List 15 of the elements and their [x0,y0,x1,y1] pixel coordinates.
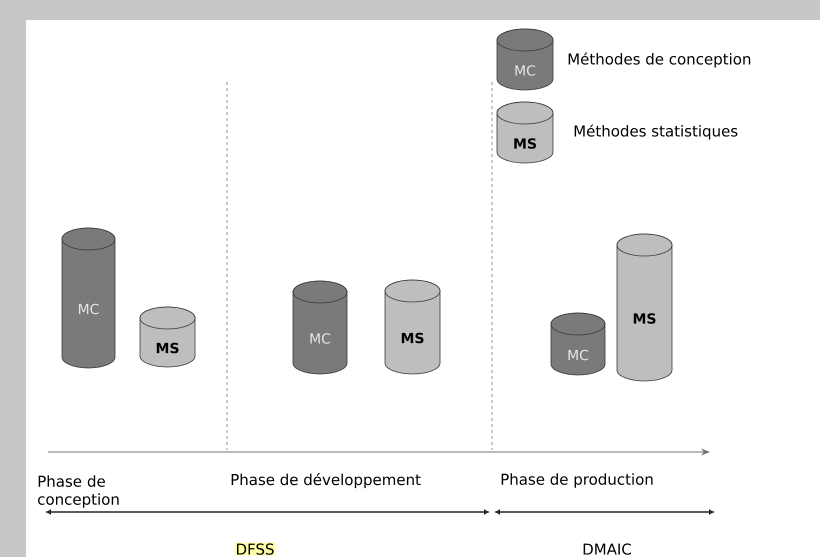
legend-text: Méthodes statistiques [574,124,738,140]
method-label: DMAIC [584,543,632,555]
cylinder: MC [496,28,554,90]
cylinder: MS [616,234,672,382]
phase-label: Phase de développement [232,473,421,488]
cylinder: MS [140,306,196,368]
cylinder: MC [62,228,116,368]
cylinder: MC [550,312,606,376]
cylinder: MS [496,102,554,164]
legend-text: Méthodes de conception [568,52,750,68]
cylinder: MC [292,280,348,374]
method-label: DFSS [234,542,276,556]
cylinder: MS [384,280,440,374]
phase-label: Phase de conception [38,475,119,508]
phase-label: Phase de production [502,473,653,488]
